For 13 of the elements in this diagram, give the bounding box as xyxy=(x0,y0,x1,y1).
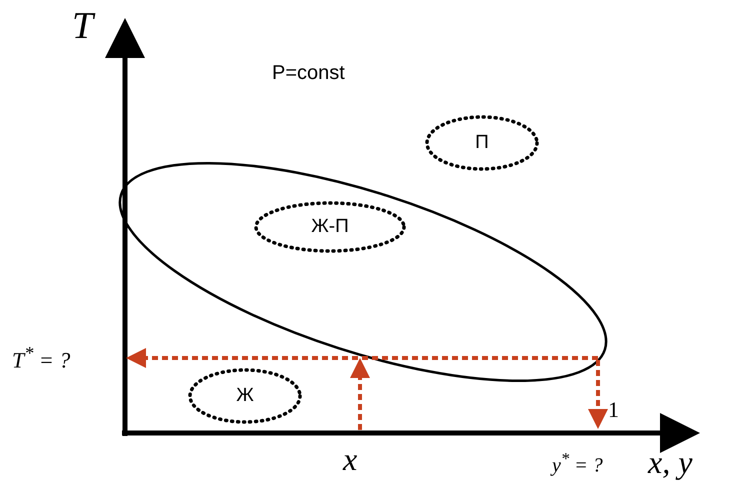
phase-region-ellipse xyxy=(425,115,539,171)
condition-label: P=const xyxy=(272,62,345,85)
region-label: П xyxy=(475,132,489,154)
phase-region-ellipse xyxy=(254,201,406,253)
axis-value-label: T$^{*}$ = ? xyxy=(12,343,70,374)
axis-value-label: y$^{*}$ = ? xyxy=(552,449,603,478)
region-label: Ж-П xyxy=(311,216,349,238)
axis-title: T xyxy=(72,4,94,48)
tick-label: 1 xyxy=(608,397,619,423)
region-label: Ж xyxy=(236,385,254,407)
axis-title: x, y xyxy=(648,444,692,481)
phase-region-ellipse xyxy=(188,368,302,424)
axis-value-label: x xyxy=(343,441,358,478)
